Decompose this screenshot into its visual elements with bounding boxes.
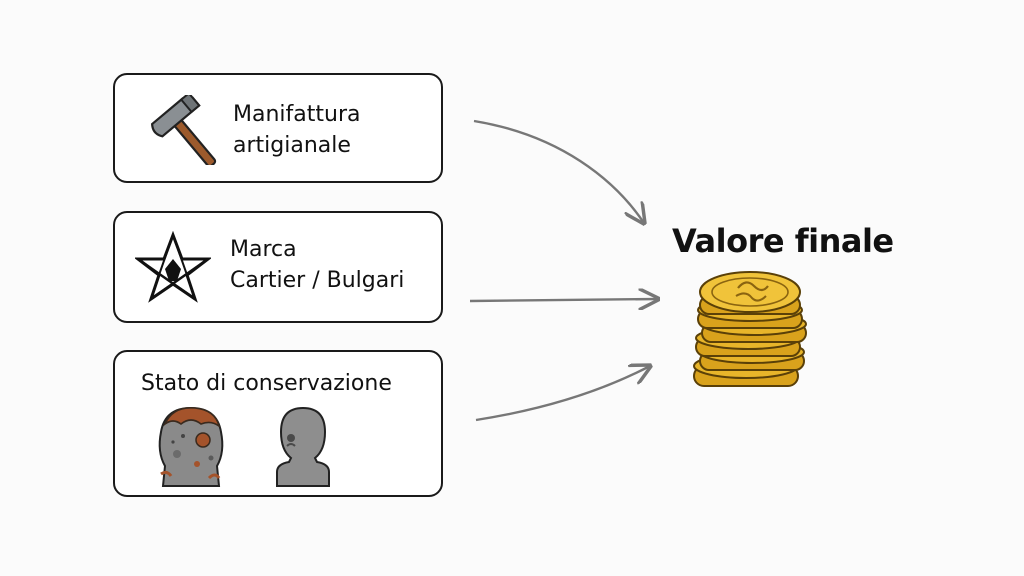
result-title: Valore finale	[672, 222, 894, 260]
factor-card-brand: Marca Cartier / Bulgari	[113, 211, 443, 323]
coin-stack-icon	[688, 270, 816, 408]
arrow-brand-to-value	[469, 299, 658, 301]
restored-head-icon	[271, 402, 335, 492]
star-icon	[133, 230, 213, 307]
factor-card-condition: Stato di conservazione	[113, 350, 443, 497]
arrow-condition-to-value	[475, 366, 650, 422]
factor-label-craftsmanship: Manifattura artigianale	[233, 102, 361, 158]
factor-card-craftsmanship: Manifattura artigianale	[113, 73, 443, 183]
damaged-head-icon	[153, 402, 229, 492]
factor-label-brand: Marca Cartier / Bulgari	[230, 237, 405, 293]
hammer-icon	[137, 91, 217, 169]
arrow-craft-to-value	[473, 119, 644, 223]
factor-label-condition: Stato di conservazione	[141, 371, 392, 396]
